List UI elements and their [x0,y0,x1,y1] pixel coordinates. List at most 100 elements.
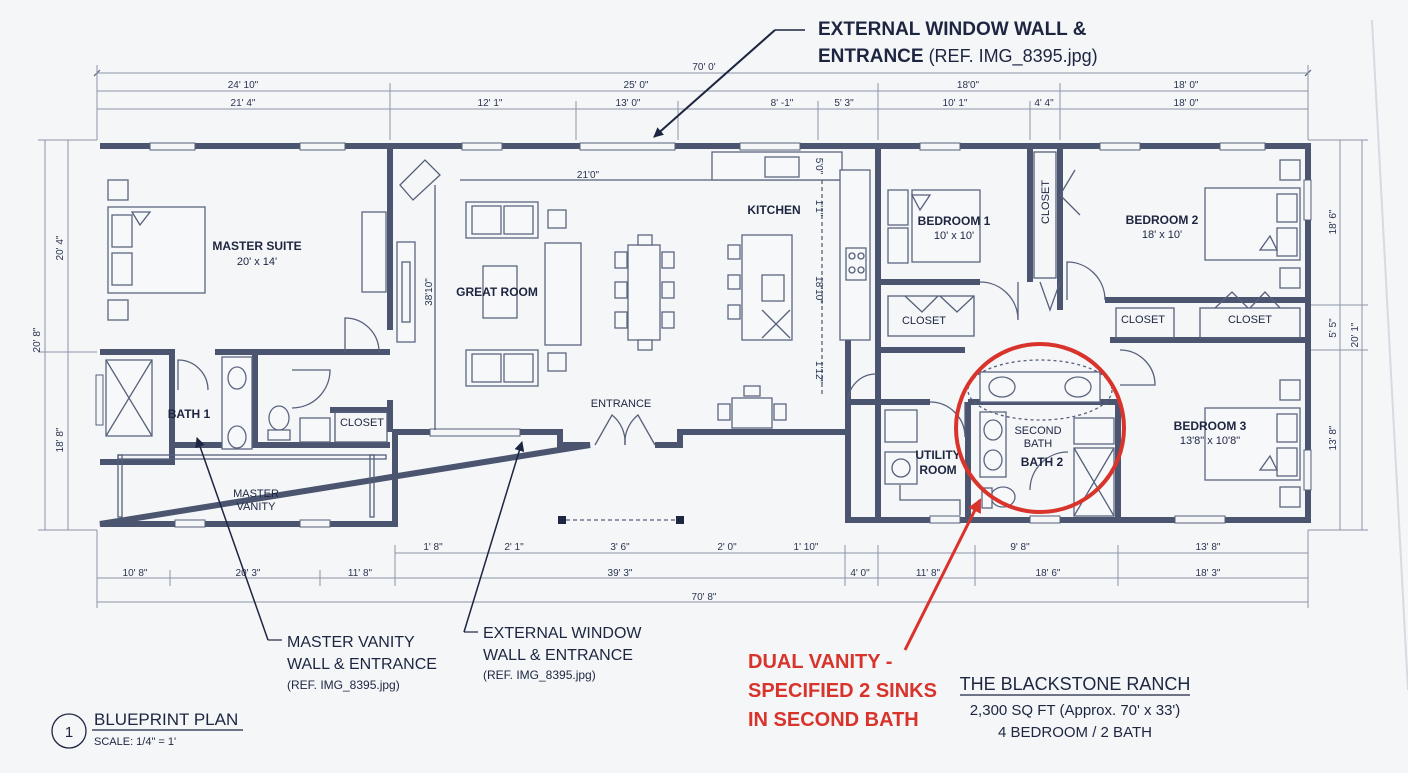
callout-top: EXTERNAL WINDOW WALL & ENTRANCE (REF. IM… [653,19,1098,138]
label-closet-hall: CLOSET [1040,180,1052,224]
dim-24-10: 24' 10" [228,80,259,91]
label-closet-bed2: CLOSET [1228,314,1272,326]
project-name: THE BLACKSTONE RANCH [960,674,1191,694]
dim-1-8: 1' 8" [423,542,443,553]
dim-12-1: 12' 1" [478,98,503,109]
dim-10-1: 10' 1" [943,98,968,109]
callout-dual-vanity: DUAL VANITY - SPECIFIED 2 SINKS IN SECON… [748,651,937,731]
dim-18-3: 18' 3" [1196,568,1221,579]
dim-1-1: 1'1" [813,200,824,217]
dim-39-3: 39' 3" [608,568,633,579]
dim-4-0: 4' 0" [850,568,870,579]
label-second-bath-1: SECOND [1014,425,1061,437]
callout-ew-line3: (REF. IMG_8395.jpg) [483,668,596,682]
dim-overall-top: 70' 0' [692,62,715,73]
dim-18-10: 18'10" [813,276,824,304]
label-closet-bed3: CLOSET [1121,314,1165,326]
dual-vanity-highlight [903,342,1126,651]
size-bedroom-2: 18' x 10' [1142,229,1182,241]
size-master-suite: 20' x 14' [237,256,277,268]
label-bedroom-3: BEDROOM 3 [1174,419,1247,433]
dim-1-12: 1'12" [813,361,824,384]
label-entrance: ENTRANCE [591,398,652,410]
label-utility-2: ROOM [919,463,956,477]
callout-mv-line2: WALL & ENTRANCE [287,656,437,673]
furniture [105,151,1301,524]
inside-dimensions: 21'0" 1'1" 18'10" 1'12" 5'0" 38'10" [424,158,824,384]
side-dimensions: 20' 4" 20' 8" 18' 8" 18' 6" 5' 5" 20' 1"… [32,139,1368,531]
callout-top-line2: ENTRANCE (REF. IMG_8395.jpg) [818,46,1098,67]
project-area: 2,300 SQ FT (Approx. 70' x 33') [970,702,1181,719]
callout-dv-line3: IN SECOND BATH [748,709,919,731]
dim-overall-bottom: 70' 8" [692,592,717,603]
dim-right-5-5: 5' 5" [1328,318,1339,338]
size-bedroom-3: 13'8" x 10'8" [1180,435,1240,447]
plan-scale: SCALE: 1/4" = 1' [94,736,176,748]
label-bath-1: BATH 1 [168,407,211,421]
title-block: 1 BLUEPRINT PLAN SCALE: 1/4" = 1' THE BL… [51,674,1191,749]
dim-4-4: 4' 4" [1034,98,1054,109]
size-bedroom-1: 10' x 10' [934,230,974,242]
dim-25-0: 25' 0" [624,80,649,91]
label-closet-bed1: CLOSET [902,315,946,327]
callout-external-window: EXTERNAL WINDOW WALL & ENTRANCE (REF. IM… [463,441,642,682]
dim-18-0c: 18' 0" [1174,98,1199,109]
project-beds: 4 BEDROOM / 2 BATH [998,724,1152,741]
callout-top-line2b: (REF. IMG_8395.jpg) [924,46,1098,67]
dim-right-20-1: 20' 1" [1350,322,1361,347]
dim-10-8: 10' 8" [123,568,148,579]
label-kitchen: KITCHEN [747,203,800,217]
label-master-vanity-1: MASTER [233,488,279,500]
plan-number: 1 [65,724,73,741]
dim-8-1: 8' -1" [771,98,794,109]
dim-11-8a: 11' 8" [348,568,373,579]
label-bedroom-2: BEDROOM 2 [1126,213,1199,227]
dim-5-3: 5' 3" [834,98,854,109]
dim-3-6: 3' 6" [610,542,630,553]
callout-ew-line1: EXTERNAL WINDOW [483,625,642,642]
callout-master-vanity: MASTER VANITY WALL & ENTRANCE (REF. IMG_… [195,437,437,692]
callout-mv-line3: (REF. IMG_8395.jpg) [287,678,400,692]
dim-18-6-bottom: 18' 6" [1036,568,1061,579]
room-labels: MASTER SUITE 20' x 14' GREAT ROOM KITCHE… [168,180,1273,513]
dim-20-3: 20' 3" [236,568,261,579]
dim-left-18-8: 18' 8" [55,427,66,452]
plan-number-circle [51,713,87,749]
label-closet-master: CLOSET [340,417,384,429]
paper-fold [1371,19,1408,691]
dim-2-0: 2' 0" [717,542,737,553]
dim-left-20-4: 20' 4" [55,235,66,260]
dim-left-20-8: 20' 8" [32,327,43,352]
label-bedroom-1: BEDROOM 1 [918,214,991,228]
dim-21-0: 21'0" [577,170,600,181]
label-great-room: GREAT ROOM [456,285,538,299]
walls [99,143,1311,527]
callout-dv-line2: SPECIFIED 2 SINKS [748,680,937,702]
label-second-bath-2: BATH [1024,438,1053,450]
dim-5-0: 5'0" [813,158,824,175]
label-master-suite: MASTER SUITE [212,239,301,253]
callout-ew-line2: WALL & ENTRANCE [483,647,633,664]
callout-top-line1: EXTERNAL WINDOW WALL & [818,19,1087,40]
plan-title: BLUEPRINT PLAN [94,710,238,729]
top-dimensions: 70' 0' 24' 10" 25' 0" 18'0" 18' 0" 21' 4… [93,62,1312,140]
label-utility-1: UTILITY [915,448,960,462]
highlight-arrow [903,498,982,651]
dim-21-4: 21' 4" [231,98,256,109]
callout-top-line2a: ENTRANCE [818,46,924,67]
windows [95,142,1312,528]
dim-13-8-bottom: 13' 8" [1196,542,1221,553]
dim-13-0: 13' 0" [616,98,641,109]
dim-right-18-6: 18' 6" [1328,209,1339,234]
dim-38-10: 38'10" [424,278,435,306]
dim-18-0b: 18' 0" [1174,80,1199,91]
callout-dv-line1: DUAL VANITY - [748,651,892,673]
dim-9-8: 9' 8" [1010,542,1030,553]
dim-11-8b: 11' 8" [916,568,941,579]
dim-right-13-8: 13' 8" [1328,425,1339,450]
label-bath-2: BATH 2 [1021,455,1064,469]
door-swings [177,169,1156,446]
